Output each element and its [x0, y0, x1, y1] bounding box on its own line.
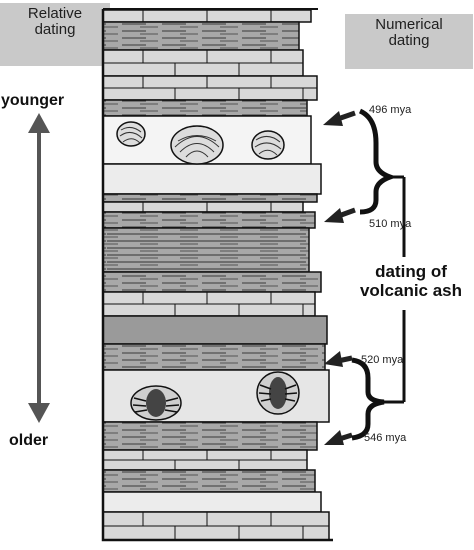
arrow-520 — [324, 351, 352, 367]
lower-bracket — [352, 360, 384, 438]
upper-bracket — [360, 111, 390, 212]
arrow-546 — [324, 430, 352, 445]
ash-label-line-2: volcanic ash — [352, 281, 470, 300]
ash-label-line-1: dating of — [352, 262, 470, 281]
date-label-546: 546 mya — [364, 432, 406, 444]
arrow-496 — [323, 111, 355, 126]
date-label-520: 520 mya — [361, 354, 403, 366]
date-label-496: 496 mya — [369, 104, 411, 116]
arrow-510 — [324, 208, 355, 223]
date-label-510: 510 mya — [369, 218, 411, 230]
volcanic-ash-label: dating of volcanic ash — [352, 262, 470, 300]
